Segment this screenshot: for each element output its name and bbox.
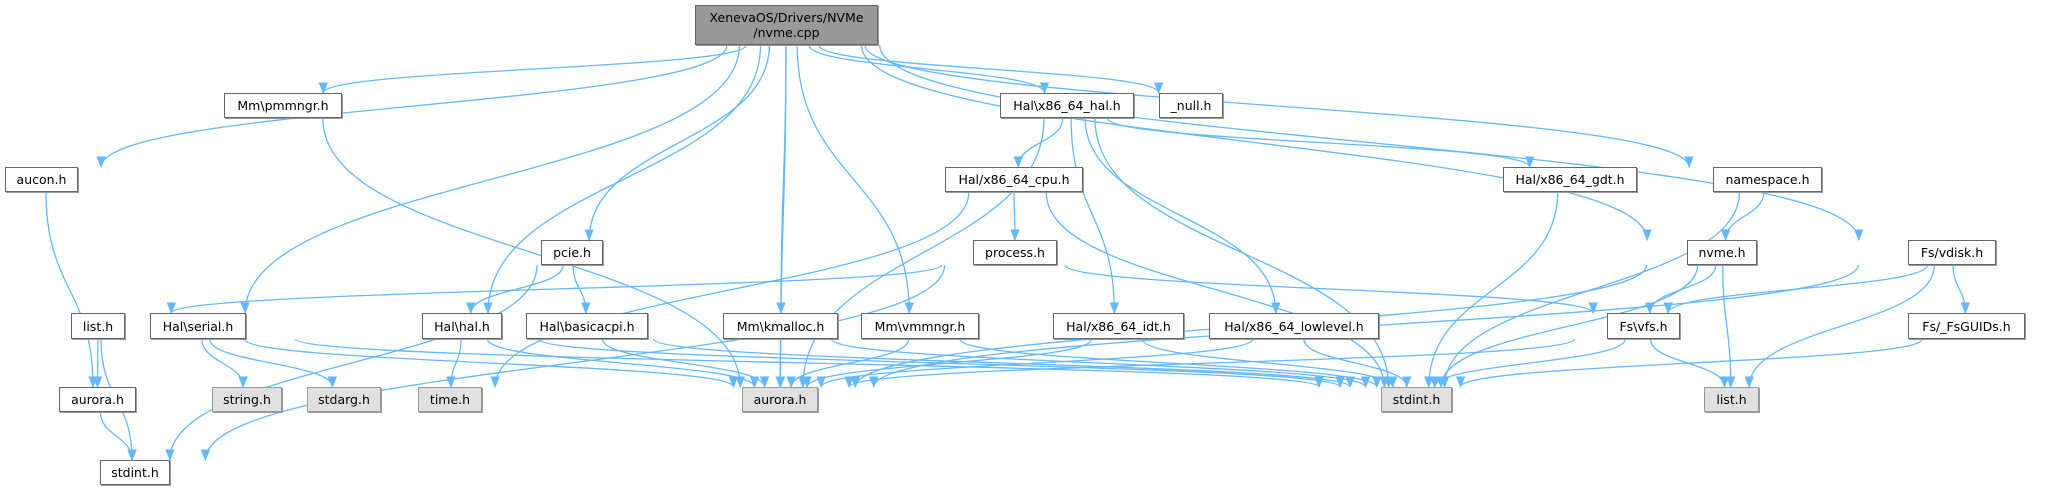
edge-root-to-vmmngr bbox=[796, 44, 914, 315]
edge-root-to-serial bbox=[240, 44, 741, 315]
edge-kmalloc-to-stdint_c bbox=[830, 338, 1371, 389]
edge-root-to-nvmeh bbox=[860, 44, 1652, 242]
graph-node-list-l[interactable]: list.h bbox=[71, 313, 125, 339]
edge-x86hal-to-idt bbox=[1070, 117, 1120, 315]
graph-node-vmmngr[interactable]: Mm\vmmngr.h bbox=[861, 313, 979, 339]
edge-x86hal-to-cpu bbox=[1013, 117, 1064, 169]
graph-node-gdt[interactable]: Hal/x86_64_gdt.h bbox=[1503, 167, 1637, 192]
edge-x86hal-to-gdt bbox=[1106, 117, 1535, 169]
edge-process-to-vfs bbox=[1064, 264, 1598, 315]
graph-node-list-r: list.h bbox=[1704, 387, 1759, 412]
edge-idt-to-stdint_c bbox=[1141, 338, 1398, 389]
graph-node-pmmngr[interactable]: Mm\pmmngr.h bbox=[224, 93, 342, 118]
graph-node-namespace[interactable]: namespace.h bbox=[1713, 167, 1822, 192]
edge-vdisk-to-list_r bbox=[1744, 264, 1936, 389]
edge-aucon-to-aurora_l bbox=[45, 191, 98, 389]
edge-root-to-hal bbox=[483, 44, 762, 315]
edge-aurora_l-to-stdint_l bbox=[99, 411, 137, 462]
graph-node-null[interactable]: _null.h bbox=[1159, 93, 1223, 118]
edge-vfs-to-aurora_c bbox=[844, 338, 1576, 389]
edge-namespace-to-nvmeh bbox=[1720, 191, 1765, 242]
edge-pcie-to-hal bbox=[466, 264, 564, 315]
graph-node-vfs[interactable]: Fs\vfs.h bbox=[1607, 313, 1680, 339]
edge-vfs-to-stdint_c bbox=[1430, 338, 1626, 389]
graph-node-string: string.h bbox=[212, 387, 282, 412]
edge-vdisk-to-fsguids bbox=[1952, 264, 1971, 315]
edge-process-to-stdint_l bbox=[200, 264, 946, 462]
edge-fsguids-to-stdint_c bbox=[1456, 338, 1924, 389]
graph-node-hal[interactable]: Hal\hal.h bbox=[422, 313, 502, 339]
edge-process-to-list_l bbox=[167, 264, 943, 315]
graph-node-time: time.h bbox=[418, 387, 482, 412]
graph-node-nvmeh[interactable]: nvme.h bbox=[1687, 240, 1757, 265]
edge-serial-to-aurora_c bbox=[243, 338, 738, 389]
edge-hal-to-stdint_c bbox=[537, 338, 1345, 389]
edge-hal-to-time bbox=[446, 338, 462, 389]
edge-nvmeh-to-list_r bbox=[1722, 264, 1736, 389]
edge-root-to-namespace bbox=[864, 44, 1694, 169]
graph-node-aucon[interactable]: aucon.h bbox=[5, 167, 78, 192]
edge-serial-to-stdint_c bbox=[294, 338, 1324, 389]
edge-cpu-to-stdint_c bbox=[1045, 191, 1389, 389]
edge-root-to-vdisk bbox=[879, 44, 1864, 242]
edge-root-to-pmmngr bbox=[318, 44, 747, 95]
graph-node-aurora-l[interactable]: aurora.h bbox=[59, 387, 136, 412]
edge-x86hal-to-lowlevel bbox=[1084, 117, 1281, 315]
edge-serial-to-string bbox=[201, 338, 248, 389]
graph-node-kmalloc[interactable]: Mm\kmalloc.h bbox=[723, 313, 838, 339]
edge-basicacpi-to-aurora_c bbox=[601, 338, 770, 389]
edge-hal-to-aurora_c bbox=[486, 338, 760, 389]
edge-x86hal-to-stdint_c bbox=[1094, 117, 1394, 389]
graph-node-cpu[interactable]: Hal/x86_64_cpu.h bbox=[945, 167, 1083, 192]
edge-lowlevel-to-stdint_c bbox=[1303, 338, 1412, 389]
graph-node-x86hal[interactable]: Hal\x86_64_hal.h bbox=[1000, 93, 1134, 118]
graph-node-vdisk[interactable]: Fs/vdisk.h bbox=[1908, 240, 1996, 265]
graph-node-pcie[interactable]: pcie.h bbox=[541, 240, 603, 265]
edge-cpu-to-time bbox=[490, 191, 970, 389]
edge-root-to-null bbox=[818, 44, 1164, 95]
graph-node-basicacpi[interactable]: Hal\basicacpi.h bbox=[526, 313, 648, 339]
graph-node-serial[interactable]: Hal\serial.h bbox=[150, 313, 246, 339]
graph-node-idt[interactable]: Hal/x86_64_idt.h bbox=[1053, 313, 1184, 339]
graph-node-stdint-c: stdint.h bbox=[1381, 387, 1452, 412]
graph-node-stdarg: stdarg.h bbox=[307, 387, 381, 412]
edge-pcie-to-basicacpi bbox=[572, 264, 591, 315]
graph-node-fsguids[interactable]: Fs/_FsGUIDs.h bbox=[1908, 313, 2025, 339]
edge-nvmeh-to-stdint_c bbox=[1436, 264, 1699, 389]
edge-root-to-aucon bbox=[96, 44, 728, 169]
edge-root-to-pcie bbox=[584, 44, 770, 242]
edge-vmmngr-to-aurora_c bbox=[786, 338, 910, 389]
edge-serial-to-stdarg bbox=[209, 338, 337, 389]
graph-node-root[interactable]: XenevaOS/Drivers/NVMe /nvme.cpp bbox=[695, 5, 878, 45]
graph-node-aurora-c: aurora.h bbox=[742, 387, 818, 412]
edge-gdt-to-stdint_c bbox=[1424, 191, 1559, 389]
graph-node-stdint-l[interactable]: stdint.h bbox=[100, 460, 170, 485]
edge-root-to-kmalloc bbox=[776, 44, 787, 315]
graph-node-lowlevel[interactable]: Hal/x86_64_lowlevel.h bbox=[1209, 313, 1379, 339]
edge-root-to-x86hal bbox=[808, 44, 1050, 95]
edge-lowlevel-to-aurora_c bbox=[816, 338, 1254, 389]
edge-basicacpi-to-stdint_c bbox=[652, 338, 1355, 389]
graph-node-process[interactable]: process.h bbox=[973, 240, 1057, 265]
edge-vmmngr-to-stdint_c bbox=[959, 338, 1382, 389]
edge-pmmngr-to-aurora_c bbox=[322, 117, 745, 389]
edge-pcie-to-stdint_l bbox=[165, 264, 538, 462]
edge-cpu-to-process bbox=[1010, 191, 1020, 242]
